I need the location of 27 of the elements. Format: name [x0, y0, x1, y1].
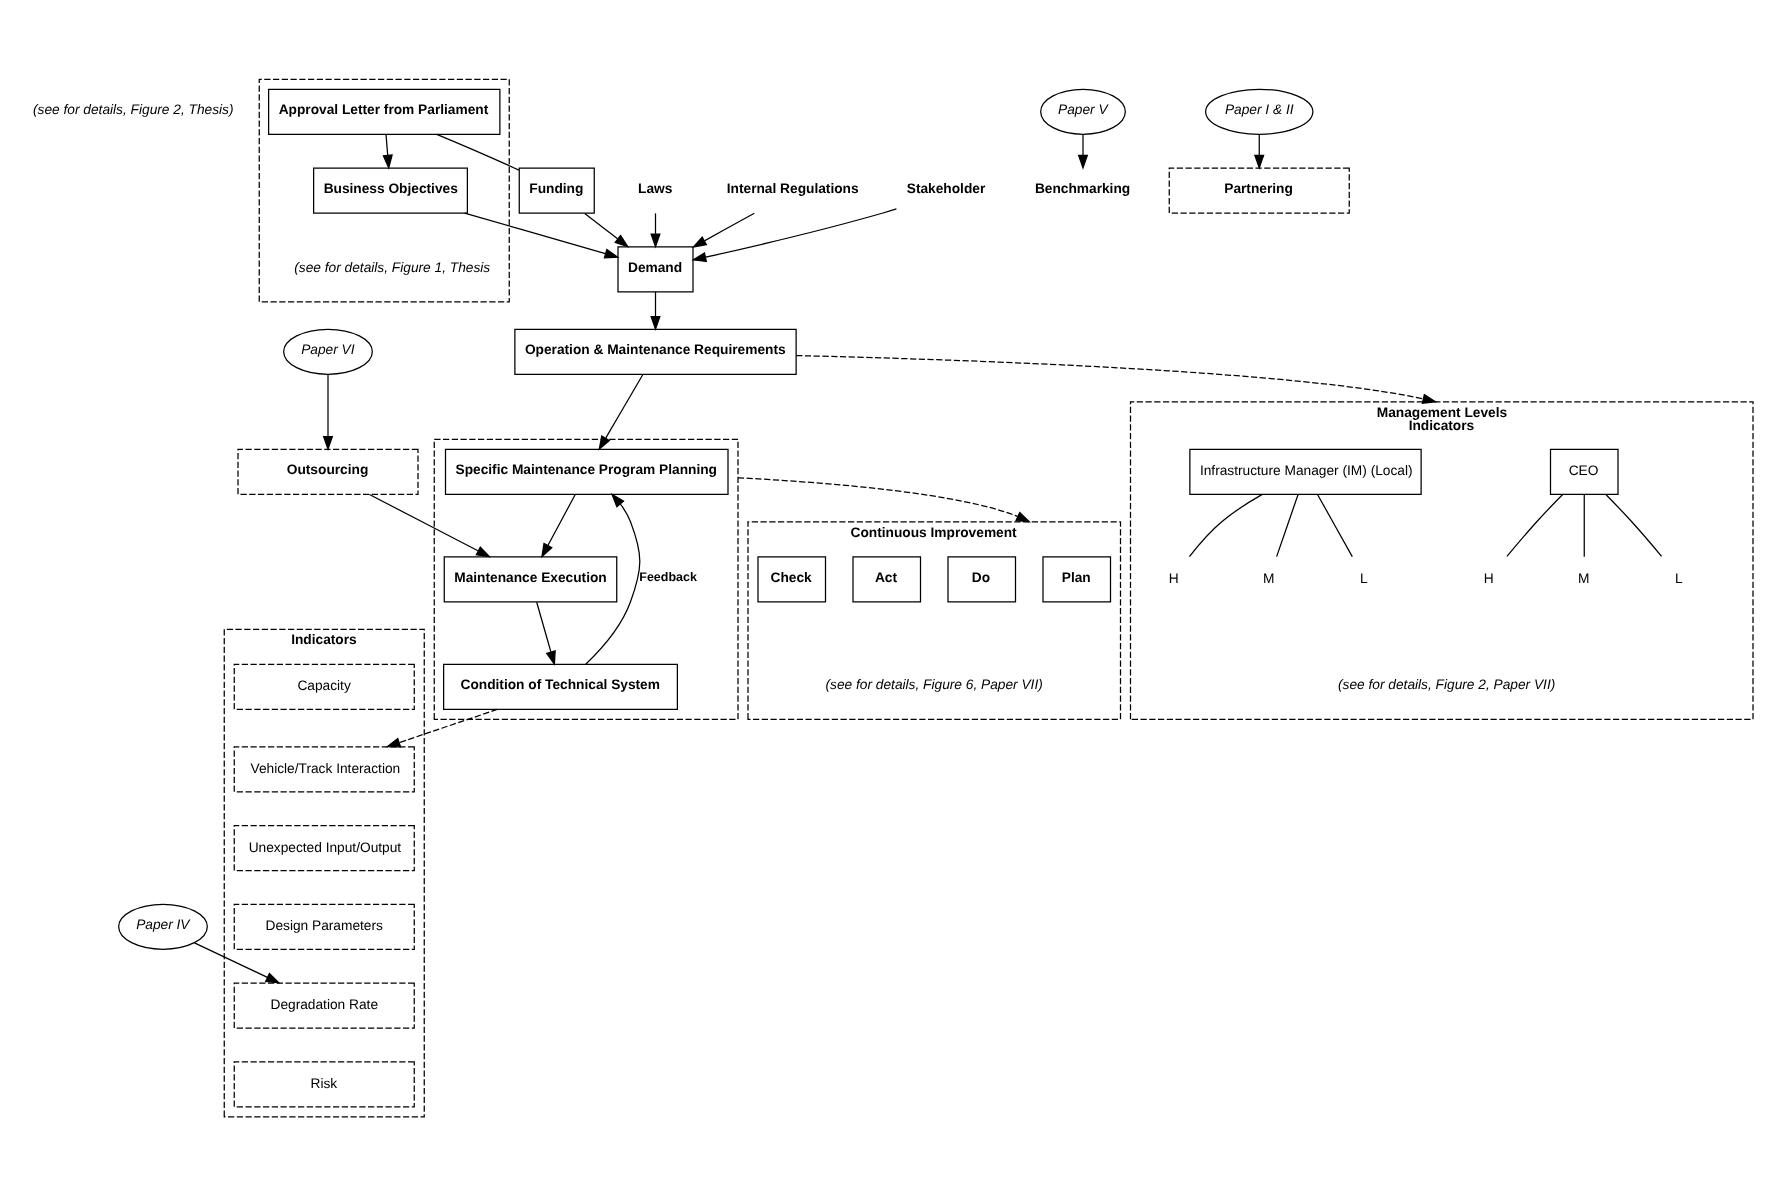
arrow [690, 212, 754, 248]
arrow [381, 134, 392, 170]
arrow [367, 493, 491, 558]
arrow [794, 354, 1437, 404]
cluster [432, 438, 738, 720]
connector [1604, 493, 1662, 557]
connector [1275, 494, 1298, 558]
arrow [535, 601, 555, 666]
arrow [1076, 134, 1088, 170]
arrow [463, 212, 619, 259]
arrow [649, 291, 660, 331]
arrow [690, 208, 897, 263]
connector [1316, 494, 1352, 558]
arrow [649, 212, 660, 249]
arrow [584, 492, 640, 665]
arrow [321, 373, 333, 451]
connector [1582, 494, 1584, 558]
arrow [540, 494, 575, 559]
connector [435, 133, 519, 171]
arrow [597, 373, 643, 451]
connector [1505, 493, 1563, 557]
cluster [257, 78, 509, 303]
arrow [1253, 134, 1264, 170]
connector [1187, 493, 1262, 558]
arrow [192, 942, 280, 984]
arrow [583, 212, 629, 248]
arrow [736, 477, 1030, 523]
